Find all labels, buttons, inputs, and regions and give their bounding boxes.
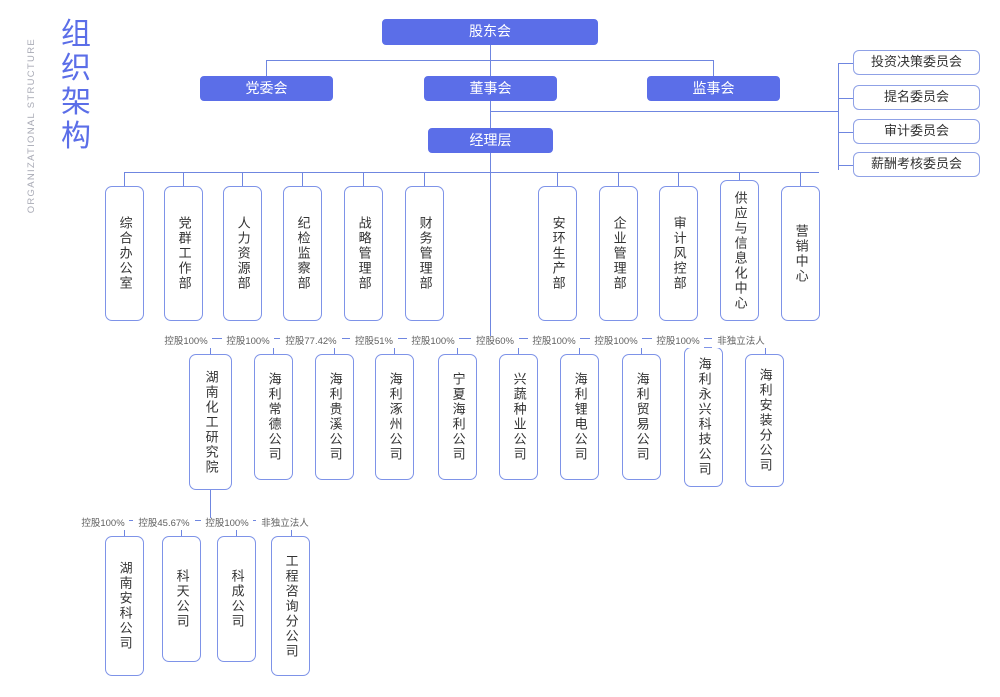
node-dept-financial-management[interactable]: 财务管理部 (405, 186, 444, 321)
node-remuneration-committee[interactable]: 薪酬考核委员会 (853, 152, 980, 177)
connector-dept-7 (557, 172, 558, 186)
connector-committee-feed (490, 111, 838, 112)
connector-committee-4 (838, 165, 853, 166)
node-subsub-kecheng[interactable]: 科成公司 (217, 536, 256, 662)
node-audit-committee[interactable]: 审计委员会 (853, 119, 980, 144)
connector-dept-1 (124, 172, 125, 186)
connector-to-management (490, 111, 491, 128)
pct-label-subsub-3: 控股100% (201, 518, 253, 530)
node-shareholders-meeting[interactable]: 股东会 (382, 19, 598, 45)
node-dept-human-resources[interactable]: 人力资源部 (223, 186, 262, 321)
node-dept-strategy-management[interactable]: 战略管理部 (344, 186, 383, 321)
connector-dept-11 (800, 172, 801, 186)
node-sub-hunan-chemical-research-institute[interactable]: 湖南化工研究院 (189, 354, 232, 490)
node-subsub-engineering-consulting-branch[interactable]: 工程咨询分公司 (271, 536, 310, 676)
pct-label-subsub-1: 控股100% (77, 518, 129, 530)
pct-label-subsidiary-7: 控股100% (528, 336, 580, 348)
connector-dept-4 (302, 172, 303, 186)
connector-committee-1 (838, 63, 853, 64)
node-sub-haili-guixi[interactable]: 海利贵溪公司 (315, 354, 354, 480)
node-dept-supply-informatization-center[interactable]: 供应与信息化中心 (720, 180, 759, 321)
node-dept-audit-risk-control[interactable]: 审计风控部 (659, 186, 698, 321)
node-sub-haili-trade[interactable]: 海利贸易公司 (622, 354, 661, 480)
node-dept-discipline-inspection[interactable]: 纪检监察部 (283, 186, 322, 321)
title-char-4: 构 (61, 120, 91, 153)
pct-label-subsidiary-9: 控股100% (652, 336, 704, 348)
node-dept-marketing-center[interactable]: 营销中心 (781, 186, 820, 321)
title-char-3: 架 (61, 86, 91, 119)
node-dept-party-work[interactable]: 党群工作部 (164, 186, 203, 321)
connector-department-bus (124, 172, 819, 173)
pct-label-subsidiary-3: 控股77.42% (280, 336, 342, 348)
title-chinese: 组 织 架 构 (48, 18, 104, 154)
pct-label-subsidiary-6: 控股60% (471, 336, 519, 348)
connector-dept-10 (739, 172, 740, 180)
node-party-committee[interactable]: 党委会 (200, 76, 333, 101)
node-board-of-directors[interactable]: 董事会 (424, 76, 557, 101)
node-dept-safety-production[interactable]: 安环生产部 (538, 186, 577, 321)
node-management-layer[interactable]: 经理层 (428, 128, 553, 153)
connector-dept-2 (183, 172, 184, 186)
title-char-2: 织 (61, 52, 91, 85)
node-dept-enterprise-management[interactable]: 企业管理部 (599, 186, 638, 321)
title-char-1: 组 (61, 18, 91, 51)
node-investment-decision-committee[interactable]: 投资决策委员会 (853, 50, 980, 75)
node-sub-haili-lithium-battery[interactable]: 海利锂电公司 (560, 354, 599, 480)
connector-dept-5 (363, 172, 364, 186)
title-english: ORGANIZATIONAL STRUCTURE (26, 38, 37, 214)
node-sub-xingshu-seed[interactable]: 兴蔬种业公司 (499, 354, 538, 480)
node-sub-haili-yongxing-technology[interactable]: 海利永兴科技公司 (684, 347, 723, 487)
node-sub-haili-installation-branch[interactable]: 海利安装分公司 (745, 354, 784, 487)
pct-label-subsidiary-10: 非独立法人 (712, 336, 770, 348)
node-dept-general-office[interactable]: 综合办公室 (105, 186, 144, 321)
node-sub-ningxia-haili[interactable]: 宁夏海利公司 (438, 354, 477, 480)
pct-label-subsidiary-4: 控股51% (350, 336, 398, 348)
connector-dept-9 (678, 172, 679, 186)
connector-institute-down (210, 490, 211, 520)
connector-dept-3 (242, 172, 243, 186)
connector-dept-8 (618, 172, 619, 186)
connector-to-board (490, 60, 491, 76)
connector-top-down (490, 45, 491, 60)
connector-committee-2 (838, 98, 853, 99)
pct-label-subsub-4: 非独立法人 (256, 518, 314, 530)
connector-committee-bus (838, 63, 839, 170)
pct-label-subsidiary-1: 控股100% (160, 336, 212, 348)
node-nomination-committee[interactable]: 提名委员会 (853, 85, 980, 110)
pct-label-subsidiary-5: 控股100% (407, 336, 459, 348)
connector-committee-3 (838, 132, 853, 133)
node-board-of-supervisors[interactable]: 监事会 (647, 76, 780, 101)
pct-label-subsidiary-8: 控股100% (590, 336, 642, 348)
connector-board-down (490, 100, 491, 111)
pct-label-subsidiary-2: 控股100% (222, 336, 274, 348)
node-subsub-ketian[interactable]: 科天公司 (162, 536, 201, 662)
connector-dept-6 (424, 172, 425, 186)
node-sub-haili-changde[interactable]: 海利常德公司 (254, 354, 293, 480)
pct-label-subsub-2: 控股45.67% (133, 518, 195, 530)
connector-to-supervisors (713, 60, 714, 76)
node-subsub-hunan-anke[interactable]: 湖南安科公司 (105, 536, 144, 676)
connector-to-party (266, 60, 267, 76)
node-sub-haili-zhuozhou[interactable]: 海利涿州公司 (375, 354, 414, 480)
connector-management-spine (490, 153, 491, 338)
